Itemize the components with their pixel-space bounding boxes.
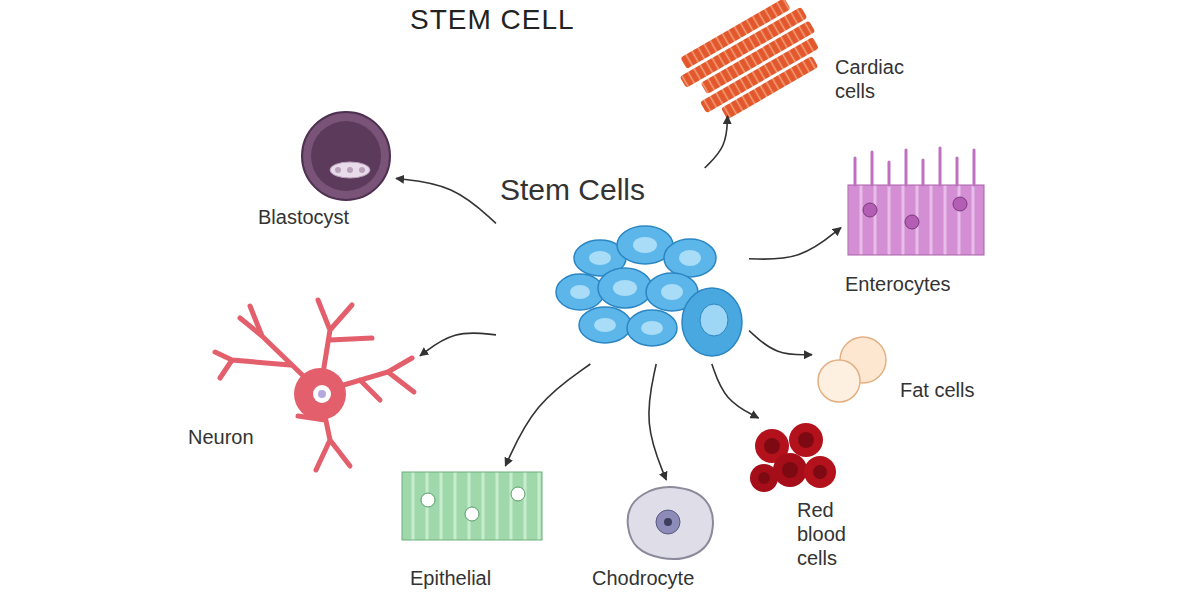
stem-cell-cluster-part: [664, 239, 716, 277]
enterocyte-group: Enterocytes: [841, 142, 991, 300]
neuron-group: Neuron: [184, 292, 420, 478]
stem-cell-cluster-part: [641, 321, 663, 335]
cell-label: Cardiac cells: [835, 55, 908, 103]
chondrocyte-group: Chodrocyte: [588, 480, 720, 594]
red-blood-cell-group: Red blood cells: [744, 418, 850, 574]
stem-cell-cluster-part: [598, 268, 652, 308]
cell-label: Neuron: [188, 425, 254, 449]
blastocyst-part: [347, 167, 353, 173]
stem-cell-cluster-part: [570, 285, 590, 299]
blastocyst-part: [335, 167, 341, 173]
stem-cell-cluster-part: [627, 310, 677, 346]
red-blood-cells-part: [782, 462, 798, 478]
cell-label: Enterocytes: [845, 272, 951, 296]
red-blood-cells-part: [804, 456, 836, 488]
stem-cell-cluster-part: [579, 307, 631, 343]
diagram-title: STEM CELL: [410, 4, 575, 36]
enterocytes-part: [848, 185, 984, 255]
red-blood-cells-part: [773, 453, 807, 487]
red-blood-cells-part: [789, 423, 823, 457]
blastocyst-part: [359, 167, 365, 173]
chondrocyte-part: [664, 518, 672, 526]
enterocytes-part: [863, 203, 877, 217]
red-blood-cells-part: [764, 438, 780, 454]
red-blood-cells: [750, 423, 836, 492]
differentiation-arrow: [505, 364, 590, 466]
cell-label: Epithelial: [410, 566, 491, 590]
enterocytes-part: [905, 215, 919, 229]
blastocyst-part: [311, 121, 381, 191]
stem-cell-cluster: [556, 226, 742, 356]
red-blood-cells-part: [798, 432, 814, 448]
red-blood-cells-part: [758, 472, 770, 484]
chondrocyte: [628, 487, 713, 559]
differentiation-arrow: [705, 116, 728, 168]
fat-cell-group: Fat cells: [812, 332, 978, 408]
cardiac-cells: [672, 0, 832, 130]
fat-cells-part: [818, 360, 860, 402]
epithelial-group: Epithelial: [396, 466, 548, 594]
cell-label: Chodrocyte: [592, 566, 694, 590]
blastocyst-part: [302, 112, 390, 200]
differentiation-arrow: [712, 364, 759, 418]
enterocytes-part: [855, 148, 974, 185]
neuron-part: [318, 390, 326, 398]
neuron-part: [313, 385, 331, 403]
cell-label: Fat cells: [900, 378, 974, 402]
blastocyst-group: Blastocyst: [254, 106, 396, 233]
stem-cell-cluster-part: [594, 318, 616, 332]
differentiation-arrow: [420, 333, 496, 356]
red-blood-cells-part: [750, 464, 778, 492]
stem-cell-cluster-part: [682, 288, 742, 356]
stem-cell-cluster-part: [679, 250, 701, 266]
cell-label: Blastocyst: [258, 205, 349, 229]
stem-cell-cluster-part: [700, 304, 728, 336]
neuron-part: [294, 368, 346, 420]
enterocytes-part: [953, 197, 967, 211]
chondrocyte-part: [628, 487, 713, 559]
stem-cell-cluster-part: [556, 274, 604, 310]
epithelial-cells-part: [402, 472, 542, 540]
stem-cell-cluster-part: [589, 251, 611, 265]
cell-label: Red blood cells: [797, 498, 850, 570]
cardiac-cell-group: Cardiac cells: [678, 0, 908, 116]
stem-cell-cluster-part: [613, 280, 637, 296]
cell-label: Stem Cells: [500, 172, 645, 208]
differentiation-arrow: [749, 228, 841, 260]
cardiac-cells-part: [721, 56, 818, 120]
blastocyst-part: [330, 162, 370, 178]
blastocyst: [302, 112, 390, 200]
fat-cells: [818, 337, 886, 402]
stem-cell-cluster-part: [661, 284, 683, 300]
red-blood-cells-part: [813, 465, 827, 479]
differentiation-arrow: [749, 330, 812, 354]
epithelial-cells-part: [421, 493, 435, 507]
stem-cell-group: Stem Cells: [496, 168, 749, 364]
differentiation-arrow: [649, 364, 666, 480]
epithelial-cells-part: [465, 507, 479, 521]
differentiation-arrow: [396, 178, 496, 223]
chondrocyte-part: [656, 510, 680, 534]
stem-cell-cluster-part: [633, 237, 657, 253]
epithelial-cells-part: [511, 487, 525, 501]
enterocytes: [848, 148, 984, 255]
epithelial-cells: [402, 472, 542, 540]
